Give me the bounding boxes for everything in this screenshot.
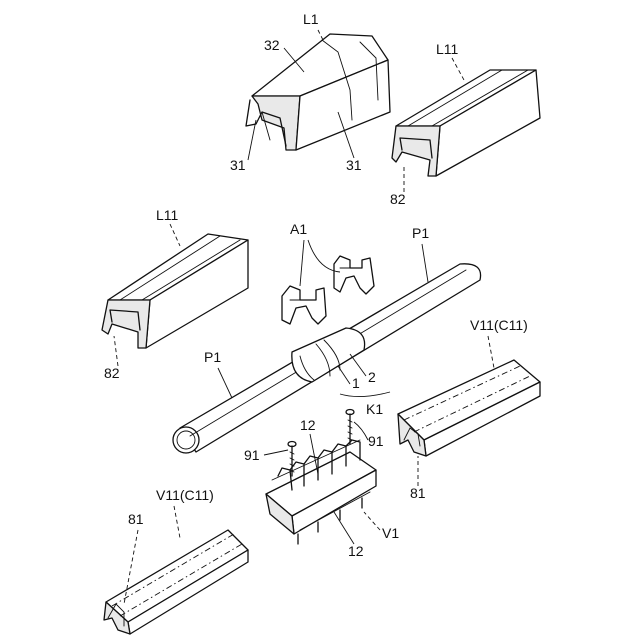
label-31-left: 31	[230, 157, 246, 173]
label-12-top: 12	[300, 417, 316, 433]
clamp-A1-left	[282, 286, 326, 324]
base-V1	[266, 440, 376, 544]
label-32: 32	[264, 37, 280, 53]
label-91-left: 91	[244, 447, 260, 463]
label-81-left: 81	[128, 511, 144, 527]
screw-91-right	[346, 410, 354, 445]
rail-V11-left	[104, 530, 248, 634]
label-91-right: 91	[368, 433, 384, 449]
label-L11-top: L11	[436, 41, 459, 57]
label-P1-top: P1	[412, 225, 429, 241]
cover-L11-top	[392, 70, 540, 176]
label-P1-left: P1	[204, 349, 221, 365]
label-L11-mid: L11	[156, 207, 179, 223]
label-81-right: 81	[410, 485, 426, 501]
label-12-bottom: 12	[348, 543, 364, 559]
label-L1: L1	[303, 11, 319, 27]
label-1: 1	[352, 375, 360, 391]
rail-V11-right	[398, 360, 540, 456]
label-A1: A1	[290, 221, 307, 237]
label-V1: V1	[382, 525, 399, 541]
label-31-right: 31	[346, 157, 362, 173]
clamp-A1-right	[334, 256, 374, 294]
cover-L11-mid	[102, 234, 248, 348]
label-82-mid: 82	[104, 365, 120, 381]
label-2: 2	[368, 369, 376, 385]
label-V11-left: V11(C11)	[156, 487, 214, 503]
label-82-top: 82	[390, 191, 406, 207]
label-V11-right: V11(C11)	[470, 317, 528, 333]
label-K1: K1	[366, 401, 383, 417]
